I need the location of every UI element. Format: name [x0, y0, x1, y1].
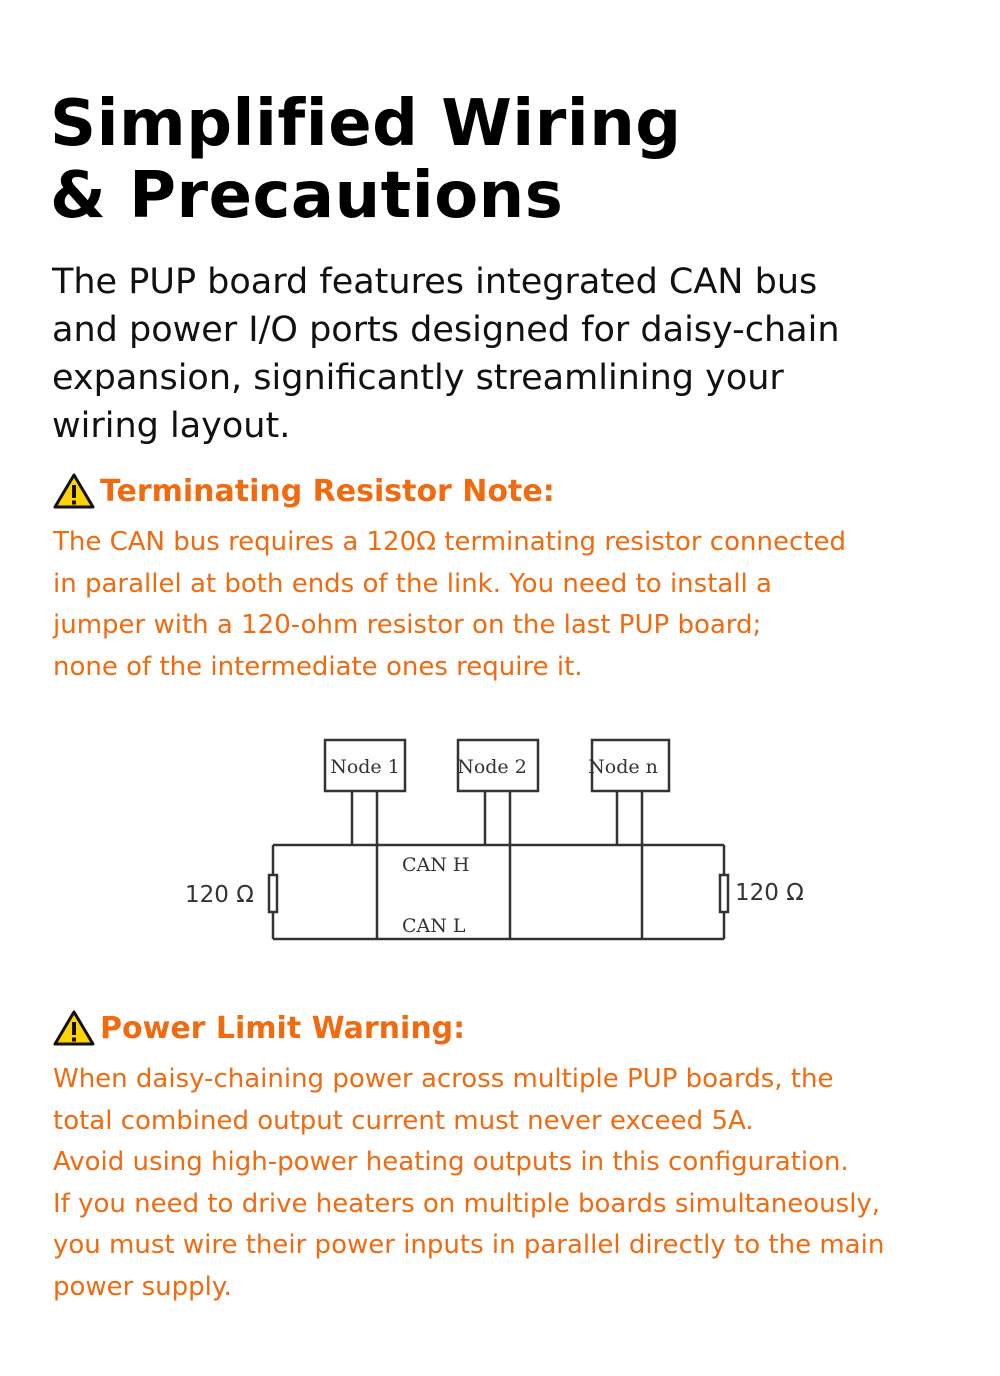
node-box-n: [590, 738, 671, 793]
can-bus-diagram: Node 1 Node 2 Node n CAN H CAN L 120 Ω 1…: [185, 738, 804, 941]
power-note-body: When daisy-chaining power across multipl…: [53, 1059, 884, 1308]
intro-paragraph: The PUP board features integrated CAN bu…: [52, 258, 972, 450]
power-note-line: When daisy-chaining power across multipl…: [53, 1064, 834, 1094]
power-note-line: Avoid using high-power heating outputs i…: [53, 1147, 849, 1177]
resistor-right-label: 120 Ω: [735, 880, 804, 906]
resistor-note-heading: Terminating Resistor Note:: [52, 472, 555, 510]
resistor-note-line: The CAN bus requires a 120Ω terminating …: [53, 527, 846, 557]
node-label-2: Node 2: [457, 756, 527, 778]
intro-line: expansion, significantly streamlining yo…: [52, 358, 784, 398]
node-label-1: Node 1: [330, 756, 400, 778]
power-note-line: If you need to drive heaters on multiple…: [53, 1188, 881, 1219]
resistor-right: [718, 873, 730, 914]
resistor-left-label: 120 Ω: [185, 882, 254, 908]
title-line-2: & Precautions: [50, 159, 564, 233]
power-note-line: total combined output current must never…: [53, 1105, 754, 1136]
intro-line: wiring layout.: [52, 406, 291, 446]
power-note-line: you must wire their power inputs in para…: [53, 1230, 885, 1260]
intro-line: and power I/O ports designed for daisy-c…: [52, 310, 840, 350]
power-note-line: power supply.: [53, 1271, 232, 1302]
title-line-1: Simplified Wiring: [50, 87, 682, 161]
resistor-note-body: The CAN bus requires a 120Ω terminating …: [53, 522, 846, 688]
warning-triangle-icon: [53, 473, 95, 509]
can-h-label: CAN H: [402, 854, 470, 876]
node-box-2: [456, 738, 540, 793]
resistor-note-line: jumper with a 120-ohm resistor on the la…: [53, 610, 762, 640]
resistor-note-line: in parallel at both ends of the link. Yo…: [53, 568, 772, 599]
resistor-note-line: none of the intermediate ones require it…: [53, 651, 583, 682]
resistor-note-title: Terminating Resistor Note:: [100, 473, 555, 509]
node-label-n: Node n: [588, 756, 658, 778]
power-note-title: Power Limit Warning:: [100, 1010, 466, 1046]
can-l-label: CAN L: [402, 915, 466, 937]
resistor-left: [267, 873, 279, 914]
power-note-heading: Power Limit Warning:: [52, 1009, 465, 1047]
intro-line: The PUP board features integrated CAN bu…: [52, 262, 818, 302]
warning-triangle-icon: [53, 1010, 95, 1046]
page-title: Simplified Wiring & Precautions: [50, 88, 682, 232]
node-box-1: [323, 738, 407, 793]
